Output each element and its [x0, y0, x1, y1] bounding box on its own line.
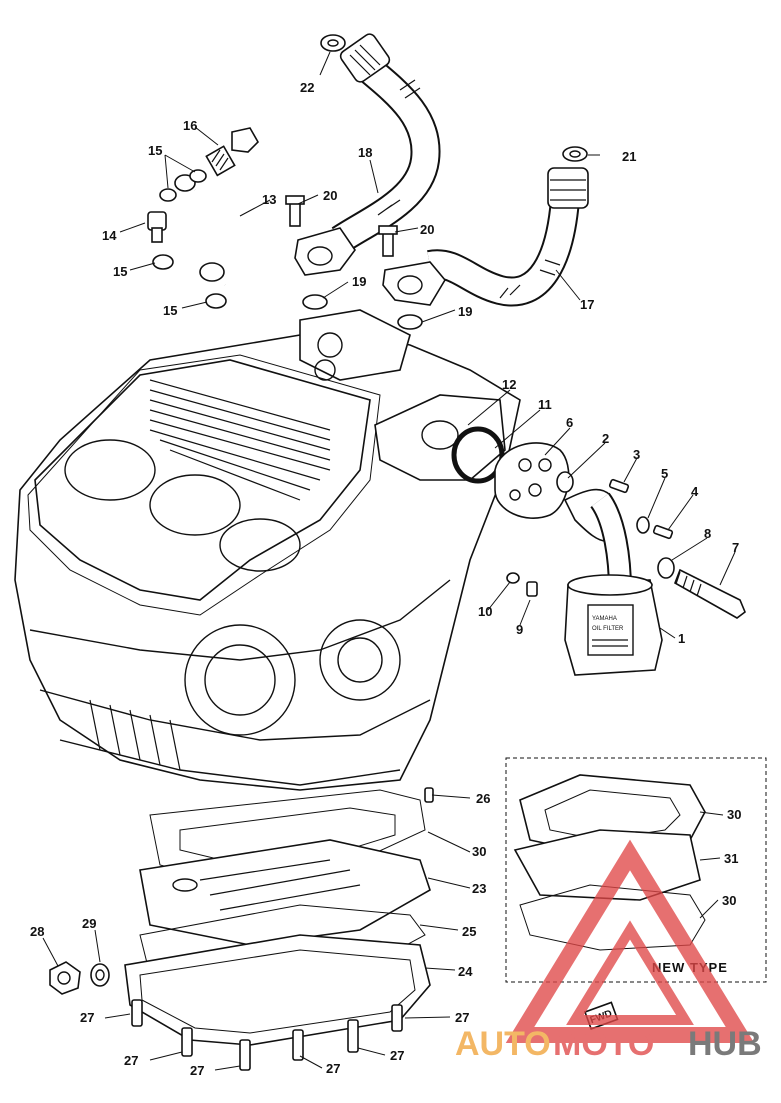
callout-27e: 27	[390, 1048, 404, 1063]
oil-pan-24	[124, 934, 431, 1046]
washer-29	[90, 963, 110, 987]
washer-5	[636, 516, 650, 534]
screw-4	[652, 524, 674, 540]
callout-numbers: 22 16 15 13 14 15 15 18 20 20 19 19 21 1…	[30, 80, 741, 1078]
callout-10: 10	[478, 604, 492, 619]
callout-6: 6	[566, 415, 573, 430]
o-ring-11	[451, 426, 505, 484]
callout-15a: 15	[148, 143, 162, 158]
callout-14: 14	[102, 228, 117, 243]
callout-1: 1	[678, 631, 685, 646]
callout-24: 24	[458, 964, 473, 979]
oil-delivery-pipe-13	[174, 174, 277, 306]
callout-3: 3	[633, 447, 640, 462]
callout-2: 2	[602, 431, 609, 446]
callout-15b: 15	[113, 264, 127, 279]
watermark-moto: MOTO	[553, 1025, 654, 1063]
filter-bolt-7	[674, 568, 746, 619]
callout-27b: 27	[124, 1053, 138, 1068]
callout-26: 26	[476, 791, 490, 806]
callout-30c: 30	[722, 893, 736, 908]
watermark-triangle-logo	[505, 839, 755, 1043]
oil-strainer-23	[139, 839, 431, 946]
washer-8	[657, 557, 675, 579]
callout-18: 18	[358, 145, 372, 160]
callout-27a: 27	[80, 1010, 94, 1025]
callout-30b: 30	[727, 807, 741, 822]
dowel-pin-26	[424, 787, 434, 803]
callout-19a: 19	[352, 274, 366, 289]
callout-9: 9	[516, 622, 523, 637]
callout-12: 12	[502, 377, 516, 392]
callout-28: 28	[30, 924, 44, 939]
callout-31: 31	[724, 851, 738, 866]
oil-filter-cartridge-1: YAMAHA OIL FILTER	[564, 574, 663, 676]
callout-20a: 20	[323, 188, 337, 203]
callout-20b: 20	[420, 222, 434, 237]
plug-14	[147, 211, 167, 243]
bolts-20	[285, 195, 398, 257]
callout-21: 21	[622, 149, 636, 164]
callout-19b: 19	[458, 304, 472, 319]
callout-27d: 27	[326, 1061, 340, 1076]
callout-8: 8	[704, 526, 711, 541]
washers-15	[152, 169, 227, 309]
washer-10	[506, 572, 520, 584]
engine-crankcase	[14, 309, 521, 791]
callout-22: 22	[300, 80, 314, 95]
callout-23: 23	[472, 881, 486, 896]
union-bolt-16	[205, 127, 259, 177]
callout-7: 7	[732, 540, 739, 555]
leader-lines	[42, 51, 736, 1071]
filter-label-line-1: YAMAHA	[592, 616, 617, 622]
automotohub-watermark: AUTO MOTO HUB	[455, 839, 762, 1063]
watermark-hub: HUB	[688, 1025, 762, 1063]
oil-hose-18	[294, 33, 441, 276]
filter-label-line-2: OIL FILTER	[592, 626, 624, 632]
callout-13: 13	[262, 192, 276, 207]
callout-16: 16	[183, 118, 197, 133]
drain-plug-28	[49, 961, 81, 995]
oil-hose-17	[382, 167, 589, 307]
callout-29: 29	[82, 916, 96, 931]
callout-25: 25	[462, 924, 476, 939]
screw-9	[526, 581, 538, 597]
callout-27c: 27	[190, 1063, 204, 1078]
callout-17: 17	[580, 297, 594, 312]
screw-3	[608, 478, 630, 494]
washer-22	[320, 34, 346, 52]
callout-27f: 27	[455, 1010, 469, 1025]
callout-5: 5	[661, 466, 668, 481]
watermark-auto: AUTO	[455, 1025, 551, 1063]
callout-30a: 30	[472, 844, 486, 859]
washer-21	[562, 146, 588, 162]
callout-15c: 15	[163, 303, 177, 318]
callout-4: 4	[691, 484, 699, 499]
bolts-27	[131, 999, 403, 1071]
callout-11: 11	[538, 397, 552, 412]
